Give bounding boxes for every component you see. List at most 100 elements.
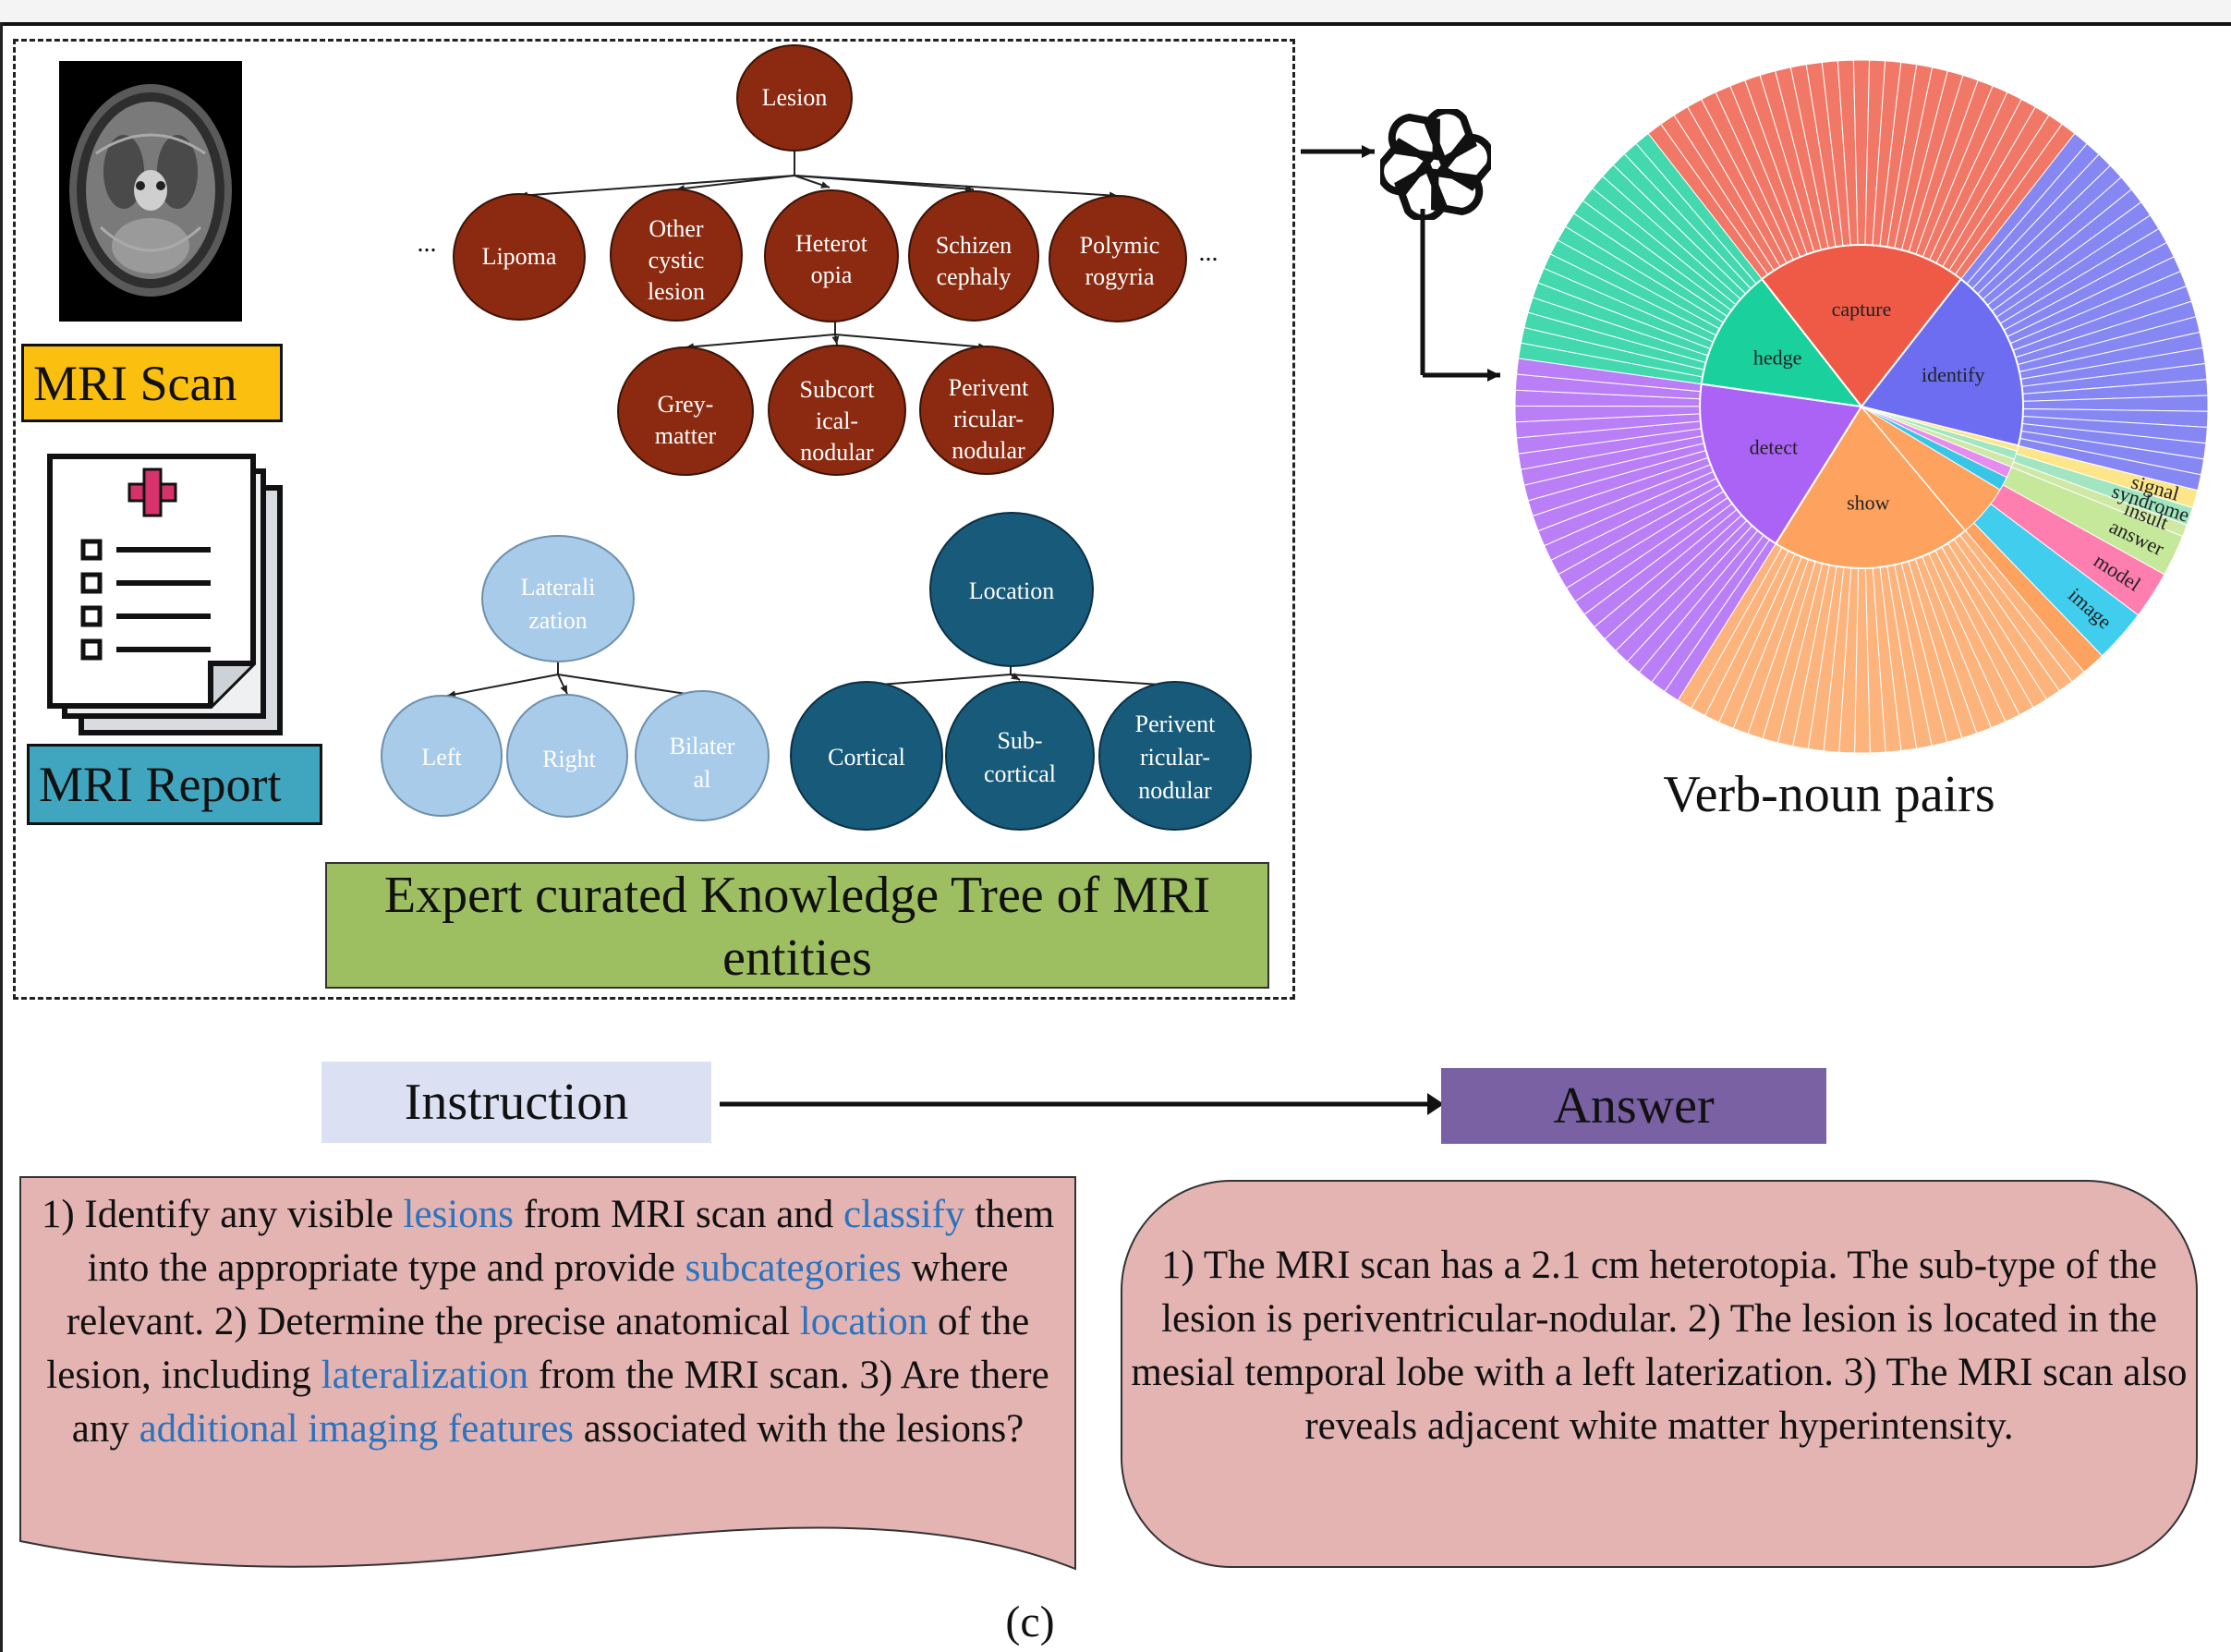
highlighted-term: subcategories (685, 1246, 902, 1290)
instruction-fragment: 1) Identify any visible (41, 1193, 404, 1236)
node-polymicrogyria-label-2: rogyria (1085, 263, 1155, 290)
sunburst-inner-label: identify (1922, 363, 1984, 386)
node-lateralization-label-1: Laterali (521, 574, 596, 601)
report-document-icon (44, 451, 286, 737)
instruction-box (19, 1176, 1076, 1571)
highlighted-term: location (799, 1300, 928, 1343)
sunburst-outer-ring (1514, 59, 2209, 754)
node-loc-periventricular-label-1: Perivent (1135, 711, 1216, 737)
connector-arrows (1301, 145, 1500, 382)
node-right-label: Right (542, 746, 597, 772)
node-periventricular-label-3: nodular (952, 437, 1025, 464)
verb-noun-title: Verb-noun pairs (1663, 766, 1995, 823)
node-lateralization (481, 535, 635, 662)
node-lipoma-label: Lipoma (482, 243, 557, 270)
node-schizencephaly-label-2: cephaly (937, 263, 1012, 290)
node-grey-matter-label-1: Grey- (658, 391, 714, 418)
instruction-fragment: from the MRI scan. 3) Are there any (71, 1354, 1049, 1451)
mri-report-label: MRI Report (27, 744, 322, 825)
sunburst-inner-ring (1699, 244, 2024, 569)
sunburst-inner-label: detect (1750, 435, 1799, 458)
node-left-label: Left (421, 744, 462, 771)
node-other-cystic-label-3: lesion (648, 278, 705, 305)
node-other-cystic-label-1: Other (649, 215, 704, 242)
node-other-cystic-label-2: cystic (649, 247, 705, 273)
answer-label: Answer (1441, 1068, 1826, 1144)
node-cortical (790, 681, 943, 831)
highlighted-term: lateralization (321, 1354, 529, 1397)
left-border (0, 22, 3, 1652)
sunburst-inner-show-extension (1861, 406, 2001, 531)
node-polymicrogyria (1049, 195, 1187, 322)
node-lesion-label: Lesion (762, 84, 828, 111)
node-sub-cortical (945, 681, 1095, 831)
node-subcortical-nodular (768, 345, 906, 476)
sunburst-inner-hedge (1700, 277, 1864, 408)
highlighted-term: lesions (403, 1193, 514, 1236)
node-polymicrogyria-label-1: Polymic (1080, 232, 1160, 259)
node-heterotopia-label-2: opia (811, 261, 853, 288)
node-loc-periventricular (1098, 681, 1252, 831)
verb-noun-sunburst: captureidentifyshowdetecthedgesignalsynd… (1514, 59, 2209, 754)
sunburst-inner-show (1774, 405, 1967, 569)
node-bilateral-label-2: al (694, 766, 711, 793)
node-periventricular-label-2: ricular- (953, 406, 1024, 432)
node-schizencephaly (908, 190, 1039, 322)
sunburst-labels: captureidentifyshowdetecthedgesignalsynd… (1750, 298, 2193, 633)
node-cortical-label: Cortical (828, 744, 905, 771)
sunburst-inner-detect (1699, 383, 1863, 545)
node-subcortical-label-3: nodular (800, 439, 874, 466)
node-sub-cortical-label-1: Sub- (997, 727, 1042, 754)
instruction-to-answer-arrow (720, 1093, 1444, 1115)
node-heterotopia (764, 189, 899, 322)
node-subcortical-label-1: Subcort (800, 376, 876, 403)
answer-box (1121, 1180, 2198, 1568)
ellipsis-left: ... (418, 229, 437, 258)
instruction-fragment: them into the appropriate type and provi… (87, 1193, 1055, 1290)
node-other-cystic (610, 188, 743, 322)
ellipsis-right: ... (1199, 238, 1219, 267)
top-border (0, 0, 2231, 26)
sunburst-inner-label: hedge (1753, 346, 1802, 370)
instruction-fragment: from MRI scan and (513, 1193, 844, 1236)
node-lateralization-label-2: zation (528, 607, 588, 634)
node-subcortical-label-2: ical- (816, 407, 858, 434)
node-schizencephaly-label-1: Schizen (936, 232, 1012, 259)
node-loc-periventricular-label-3: nodular (1138, 777, 1212, 804)
node-left (381, 695, 503, 817)
instruction-fragment: of the lesion, including (46, 1300, 1030, 1397)
node-bilateral (635, 690, 770, 821)
node-location (929, 512, 1094, 667)
node-right (506, 694, 628, 818)
node-heterotopia-label-1: Heterot (795, 230, 868, 257)
instruction-label: Instruction (321, 1062, 711, 1143)
sunburst-inner-identify (1860, 277, 2024, 447)
highlighted-term: additional imaging features (139, 1407, 575, 1451)
node-sub-cortical-label-2: cortical (984, 760, 1056, 787)
instruction-fragment: where relevant. 2) Determine the precise… (66, 1246, 1009, 1343)
node-periventricular-label-1: Perivent (949, 374, 1029, 401)
sunburst-inner-capture (1760, 244, 1963, 408)
answer-text: 1) The MRI scan has a 2.1 cm heterotopia… (1131, 1244, 2188, 1448)
node-loc-periventricular-label-2: ricular- (1140, 744, 1210, 771)
node-location-label: Location (969, 577, 1054, 604)
knowledge-tree-graph: Lesion Lipoma Other cystic lesion Hetero… (381, 44, 1252, 831)
instruction-fragment: associated with the lesions? (574, 1407, 1025, 1451)
node-lesion (736, 44, 853, 152)
node-bilateral-label-1: Bilater (670, 733, 735, 759)
knowledge-tree-panel (13, 39, 1295, 1000)
figure-caption: (c) (1005, 1597, 1055, 1646)
knowledge-tree-title: Expert curated Knowledge Tree of MRI ent… (325, 862, 1269, 989)
instruction-text: 1) Identify any visible lesions from MRI… (26, 1188, 1070, 1456)
mri-scan-label: MRI Scan (21, 344, 283, 422)
sunburst-inner-label: show (1847, 492, 1890, 515)
openai-logo-icon (1380, 109, 1491, 220)
node-grey-matter (617, 346, 754, 476)
node-lipoma (453, 193, 586, 321)
sunburst-inner-label: capture (1832, 298, 1892, 321)
highlighted-term: classify (843, 1193, 965, 1236)
node-grey-matter-label-2: matter (655, 422, 717, 449)
tree-edges (446, 151, 1174, 698)
node-periventricular-nodular (919, 346, 1054, 475)
mri-scan-image (59, 61, 242, 322)
